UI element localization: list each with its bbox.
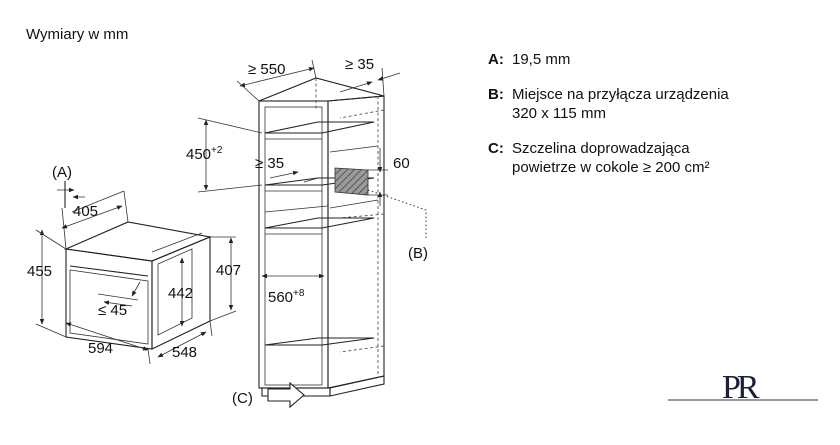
legend-b-line-1: Miejsce na przyłącza urządzenia <box>512 86 729 103</box>
dim-450: 450+2 <box>186 145 223 163</box>
brand-logo: PR <box>668 369 818 406</box>
legend-key-a: A: <box>488 51 504 68</box>
airflow-arrow <box>267 381 305 409</box>
dim-455: 455 <box>27 263 52 280</box>
oven-side-inset <box>157 248 193 336</box>
oven-trim <box>151 232 203 253</box>
dim-442: 442 <box>168 285 193 302</box>
legend-text-b: Miejsce na przyłącza urządzenia 320 x 11… <box>512 85 818 123</box>
legend-c-line-2: powietrze w cokole ≥ 200 cm² <box>512 159 710 176</box>
dim-560-tolerance: +8 <box>293 288 305 299</box>
legend-key-c: C: <box>488 140 504 157</box>
marker-a: (A) <box>52 164 72 181</box>
appliance-top <box>63 221 212 262</box>
dimensions-heading: Wymiary w mm <box>26 26 129 43</box>
connection-area-b <box>334 167 369 196</box>
legend-c-line-1: Szczelina doprowadzająca <box>512 140 690 157</box>
legend-text-c: Szczelina doprowadzająca powietrze w cok… <box>512 139 818 177</box>
legend-item-a: A: 19,5 mm <box>488 50 818 69</box>
legend-text-a: 19,5 mm <box>512 50 818 69</box>
dim-ge550: ≥ 550 <box>248 61 285 78</box>
legend: A: 19,5 mm B: Miejsce na przyłącza urząd… <box>488 50 818 193</box>
legend-b-line-2: 320 x 115 mm <box>512 105 606 122</box>
appliance-drawing: (A) 405 455 442 407 ≤ 45 594 <box>27 164 241 365</box>
dim-548: 548 <box>172 344 197 361</box>
dim-560: 560+8 <box>268 288 305 306</box>
dim-60: 60 <box>393 155 410 172</box>
dim-450-tolerance: +2 <box>211 145 223 156</box>
dim-560-value: 560 <box>268 289 293 306</box>
legend-a-line-1: 19,5 mm <box>512 51 571 68</box>
dim-405: 405 <box>73 203 98 220</box>
legend-item-c: C: Szczelina doprowadzająca powietrze w … <box>488 139 818 177</box>
dim-450-value: 450 <box>186 146 211 163</box>
legend-item-b: B: Miejsce na przyłącza urządzenia 320 x… <box>488 85 818 123</box>
marker-b: (B) <box>408 245 428 262</box>
dim-ge35-top: ≥ 35 <box>345 56 374 73</box>
logo-text: PR <box>722 369 760 406</box>
oven-handle <box>69 265 149 277</box>
dim-407: 407 <box>216 262 241 279</box>
cabinet-side <box>327 95 385 389</box>
cabinet-drawing: ≥ 550 ≥ 35 450+2 ≥ 35 60 560+8 (B) (C) <box>186 56 428 409</box>
dim-ge35-mid: ≥ 35 <box>255 155 284 172</box>
dim-le45: ≤ 45 <box>98 302 127 319</box>
dim-594: 594 <box>88 340 113 357</box>
legend-key-b: B: <box>488 86 504 103</box>
marker-c: (C) <box>232 390 253 407</box>
